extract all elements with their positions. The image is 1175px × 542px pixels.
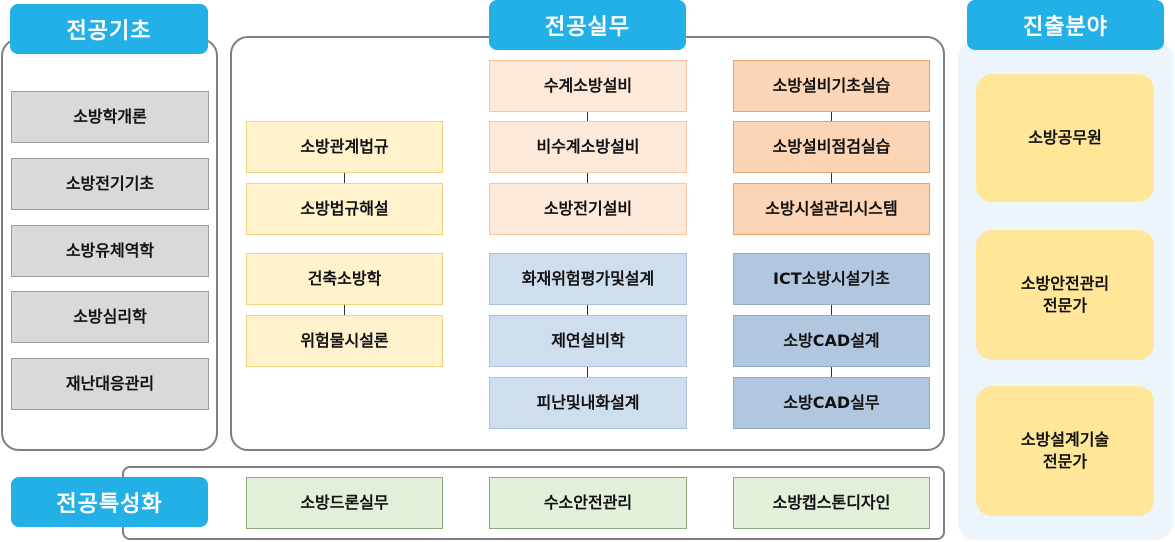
building-course-box: 위험물시설론 <box>246 315 443 367</box>
lab-course-box: 소방설비기초실습 <box>733 60 930 112</box>
career-field-box: 소방안전관리 전문가 <box>976 230 1154 360</box>
foundation-course-box: 소방유체역학 <box>11 225 209 277</box>
connector-line <box>831 366 832 377</box>
design-course-box: 제연설비학 <box>489 315 687 367</box>
foundation-course-box: 소방전기기초 <box>11 158 209 210</box>
connector-line <box>831 111 832 122</box>
connector-line <box>587 111 588 122</box>
connector-line <box>587 304 588 315</box>
specialization-course-box: 소방드론실무 <box>246 477 443 529</box>
design-course-box: 화재위험평가및설계 <box>489 253 687 305</box>
specialization-course-box: 소방캡스톤디자인 <box>733 477 930 529</box>
career-header: 진출분야 <box>967 0 1164 50</box>
building-course-box: 건축소방학 <box>246 253 443 305</box>
specialization-course-box: 수소안전관리 <box>489 477 687 529</box>
lab-course-box: 소방시설관리시스템 <box>733 183 930 235</box>
law-course-box: 소방관계법규 <box>246 121 443 173</box>
foundation-course-box: 소방학개론 <box>11 91 209 143</box>
connector-line <box>831 304 832 315</box>
connector-line <box>344 304 345 316</box>
foundation-course-box: 소방심리학 <box>11 291 209 343</box>
connector-line <box>831 172 832 183</box>
connector-line <box>587 172 588 183</box>
facility-course-box: 소방전기설비 <box>489 183 687 235</box>
foundation-course-box: 재난대응관리 <box>11 358 209 410</box>
practice-header: 전공실무 <box>489 0 686 50</box>
cad-course-box: ICT소방시설기초 <box>733 253 930 305</box>
career-field-box: 소방설계기술 전문가 <box>976 386 1154 516</box>
law-course-box: 소방법규해설 <box>246 183 443 235</box>
lab-course-box: 소방설비점검실습 <box>733 121 930 173</box>
cad-course-box: 소방CAD설계 <box>733 315 930 367</box>
facility-course-box: 비수계소방설비 <box>489 121 687 173</box>
design-course-box: 피난및내화설계 <box>489 377 687 429</box>
career-field-box: 소방공무원 <box>976 74 1154 202</box>
connector-line <box>587 366 588 377</box>
connector-line <box>344 173 345 184</box>
specialization-header: 전공특성화 <box>11 477 208 527</box>
cad-course-box: 소방CAD실무 <box>733 377 930 429</box>
facility-course-box: 수계소방설비 <box>489 60 687 112</box>
foundation-header: 전공기초 <box>10 4 208 54</box>
